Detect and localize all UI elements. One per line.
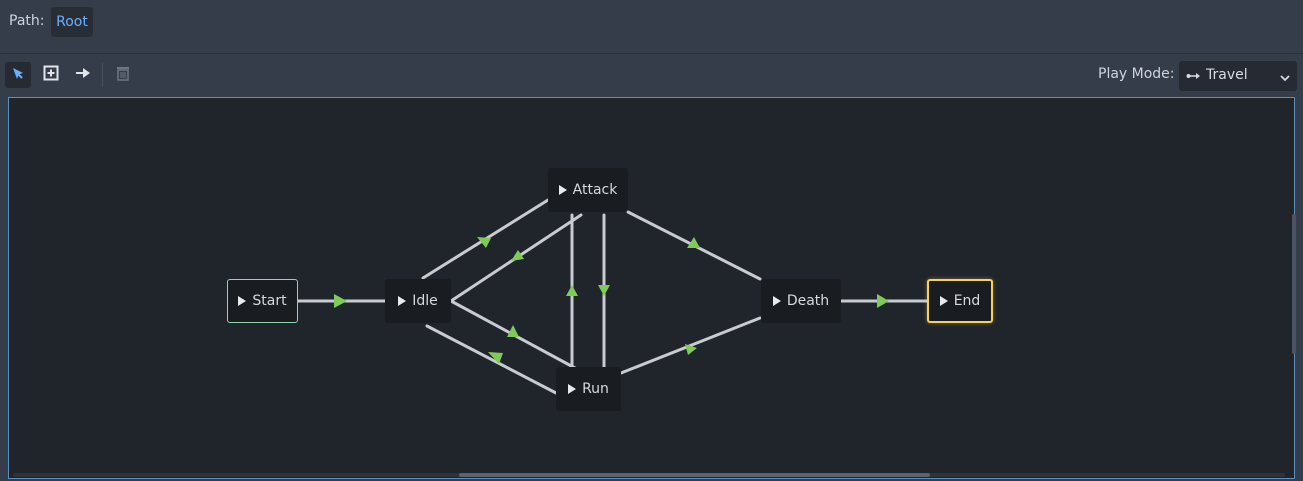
- transitions-layer: [296, 198, 929, 395]
- state-label: Death: [786, 293, 830, 309]
- chevron-down-icon: [1279, 69, 1291, 88]
- horizontal-scrollbar[interactable]: [459, 473, 930, 477]
- play-mode-value: Travel: [1206, 67, 1248, 83]
- state-node-start[interactable]: Start: [227, 279, 298, 323]
- toolbar: [0, 54, 1303, 96]
- trash-icon: [115, 65, 131, 85]
- connect-tool-button[interactable]: [70, 62, 96, 88]
- play-icon: [568, 384, 577, 394]
- arrow-idle-run: [507, 325, 519, 337]
- arrow-run-death: [685, 344, 697, 355]
- arrow-attack-idle: [511, 250, 524, 261]
- travel-icon: [1186, 68, 1202, 87]
- delete-tool-button[interactable]: [110, 62, 136, 88]
- create-node-tool-button[interactable]: [38, 62, 64, 88]
- state-label: Run: [582, 381, 609, 397]
- arrow-run-idle: [488, 352, 503, 364]
- arrow-start-idle: [334, 294, 347, 308]
- state-label: End: [953, 293, 981, 309]
- select-tool-button[interactable]: [5, 62, 31, 88]
- play-icon: [398, 296, 407, 306]
- arrow-attack-death: [687, 237, 700, 248]
- transition-run-death: [619, 316, 762, 375]
- state-label: Idle: [412, 293, 438, 309]
- play-mode-select[interactable]: Travel: [1179, 61, 1297, 91]
- state-node-end[interactable]: End: [927, 279, 993, 323]
- path-bar: Path: Root: [0, 0, 1303, 54]
- state-node-attack[interactable]: Attack: [548, 168, 628, 212]
- state-label: Start: [252, 293, 287, 309]
- toolbar-separator: [102, 63, 103, 87]
- path-root-button[interactable]: Root: [51, 7, 93, 37]
- state-node-idle[interactable]: Idle: [385, 279, 451, 323]
- play-mode-label: Play Mode:: [1098, 66, 1175, 82]
- transition-run-idle: [425, 324, 558, 395]
- arrow-idle-attack: [477, 237, 491, 248]
- add-node-icon: [43, 65, 59, 85]
- play-icon: [772, 296, 781, 306]
- arrow-death-end: [877, 294, 889, 308]
- arrow-attack-run: [598, 285, 610, 296]
- vertical-scrollbar[interactable]: [1292, 214, 1296, 354]
- connect-icon: [75, 65, 91, 85]
- state-node-run[interactable]: Run: [556, 367, 621, 411]
- pointer-icon: [11, 66, 25, 85]
- play-icon: [238, 296, 247, 306]
- play-icon: [558, 185, 567, 195]
- state-machine-graph[interactable]: Start Idle Attack Run Death End: [8, 97, 1296, 479]
- state-label: Attack: [572, 182, 618, 198]
- play-icon: [939, 296, 948, 306]
- state-node-death[interactable]: Death: [761, 279, 841, 323]
- arrow-run-attack: [566, 285, 578, 296]
- path-label: Path:: [9, 13, 45, 29]
